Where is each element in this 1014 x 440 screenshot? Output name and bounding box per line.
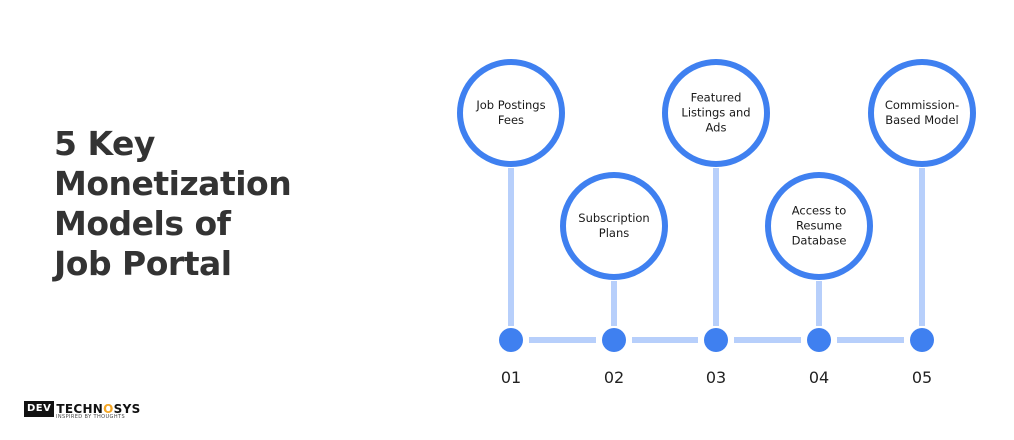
node-label-resume-database: Access to Resume Database: [791, 203, 847, 248]
timeline-dot-3: [704, 328, 728, 352]
page-title: 5 Key Monetization Models of Job Portal: [54, 124, 292, 284]
step-number-01: 01: [500, 368, 522, 387]
title-line-4: Job Portal: [54, 244, 232, 283]
node-circle-4: [765, 172, 873, 280]
node-label-commission-model: Commission-Based Model: [884, 98, 960, 127]
title-line-1: 5 Key: [54, 124, 155, 163]
logo-wordmark-b: SYS: [113, 402, 141, 416]
timeline-dot-1: [499, 328, 523, 352]
node-group: [457, 59, 976, 352]
node-label-subscription-plans: Subscription Plans: [578, 211, 650, 240]
node-label-job-postings-fees: Job Postings Fees: [476, 98, 546, 127]
node-circle-5: [868, 59, 976, 167]
step-number-03: 03: [705, 368, 727, 387]
node-label-featured-listings: Featured Listings and Ads: [681, 90, 751, 135]
logo-tagline: INSPIRED BY THOUGHTS: [56, 414, 126, 420]
logo-wordmark: TECHNOSYS: [56, 402, 140, 416]
company-logo: DEV TECHNOSYS: [24, 400, 141, 418]
timeline-dot-5: [910, 328, 934, 352]
logo-dev-badge: DEV: [24, 401, 55, 417]
node-circle-2: [560, 172, 668, 280]
logo-wordmark-a: TECHN: [56, 402, 104, 416]
connector-group: [508, 168, 925, 343]
timeline-dot-2: [602, 328, 626, 352]
step-number-02: 02: [603, 368, 625, 387]
step-number-04: 04: [808, 368, 830, 387]
step-number-05: 05: [911, 368, 933, 387]
node-circle-3: [662, 59, 770, 167]
timeline-dot-4: [807, 328, 831, 352]
title-line-2: Monetization: [54, 164, 292, 203]
logo-wordmark-o: O: [103, 402, 114, 416]
node-circle-1: [457, 59, 565, 167]
title-line-3: Models of: [54, 204, 231, 243]
